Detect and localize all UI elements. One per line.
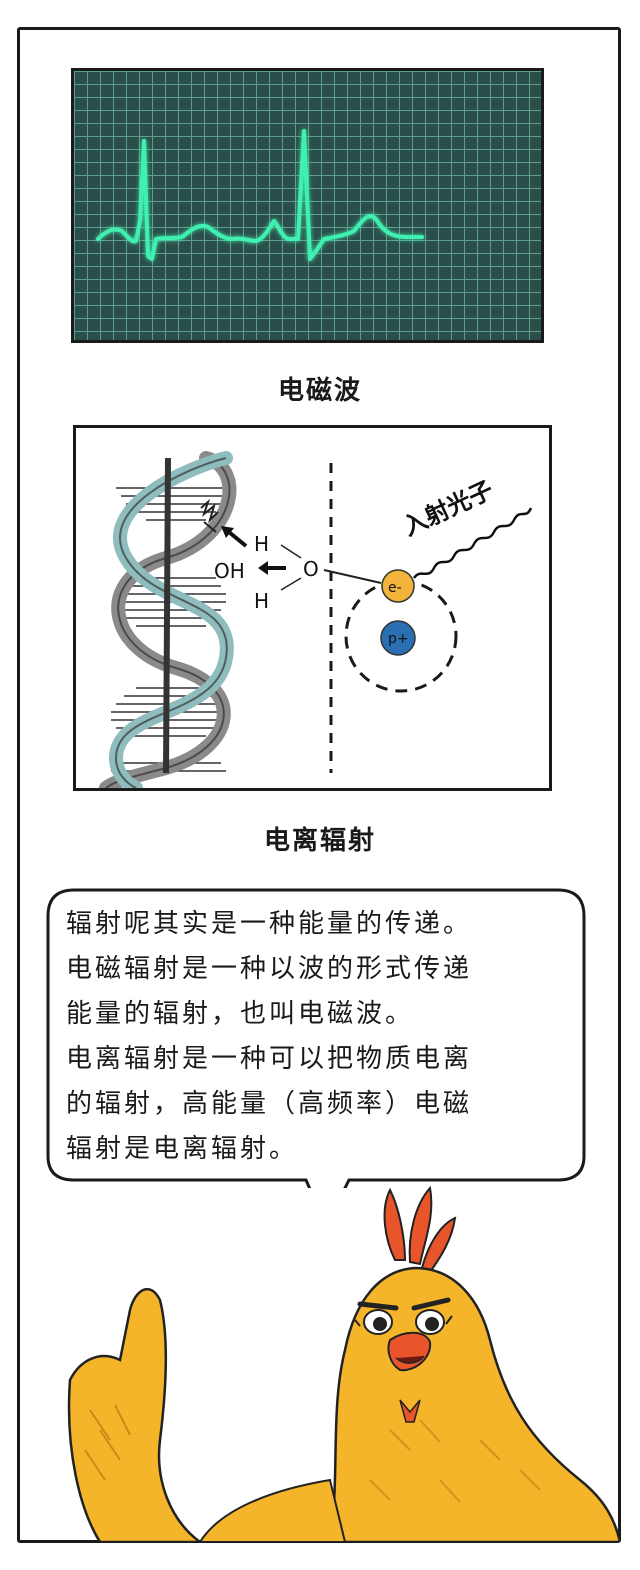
label-oh: OH xyxy=(214,559,245,583)
label-h-top: H xyxy=(254,532,269,556)
atom-orbit xyxy=(344,579,458,693)
proton xyxy=(380,620,416,656)
bubble-line: 能量的辐射，也叫电磁波。 xyxy=(66,999,415,1029)
label-proton: p+ xyxy=(388,631,409,647)
ecg-panel xyxy=(71,68,544,343)
bond-top xyxy=(280,544,302,559)
ecg-grid-svg xyxy=(74,71,541,340)
chicken-wattle xyxy=(399,1399,421,1423)
bond-o-electron xyxy=(323,569,382,584)
bubble-line: 的辐射，高能量（高频率）电磁 xyxy=(66,1089,473,1119)
chicken-comb xyxy=(383,1185,457,1274)
label-h-bottom: H xyxy=(254,589,269,613)
bubble-line: 辐射是电离辐射。 xyxy=(66,1134,299,1164)
arrow-to-dna-head xyxy=(221,526,234,538)
chicken-eyes xyxy=(354,1297,453,1335)
photon-wave xyxy=(412,507,533,579)
label-incident-photon: 入射光子 xyxy=(399,475,498,541)
ionizing-diagram-svg: H OH H O e- p+ 入射光子 xyxy=(99,451,533,788)
bubble-line: 电离辐射是一种可以把物质电离 xyxy=(66,1044,473,1074)
electron xyxy=(381,569,415,603)
speech-bubble xyxy=(46,888,586,1188)
ionizing-diagram-panel: H OH H O e- p+ 入射光子 xyxy=(73,425,552,791)
chicken-raised-wing xyxy=(67,1287,203,1542)
chicken-body xyxy=(328,1266,620,1542)
bubble-text: 辐射呢其实是一种能量的传递。 电磁辐射是一种以波的形式传递 能量的辐射，也叫电磁… xyxy=(66,902,576,1172)
strand-break-mark xyxy=(200,498,219,533)
ecg-waveform xyxy=(96,129,424,261)
label-electron: e- xyxy=(388,580,402,596)
bubble-line: 电磁辐射是一种以波的形式传递 xyxy=(66,954,473,984)
label-o: O xyxy=(303,557,319,581)
bond-bottom xyxy=(280,577,302,591)
bubble-line: 辐射呢其实是一种能量的传递。 xyxy=(66,909,473,939)
dna-axis xyxy=(163,457,171,774)
caption-electromagnetic-wave: 电磁波 xyxy=(277,376,362,406)
arrow-oh-head xyxy=(258,561,268,575)
chicken-character xyxy=(67,1185,620,1542)
caption-ionizing-radiation: 电离辐射 xyxy=(263,826,376,856)
